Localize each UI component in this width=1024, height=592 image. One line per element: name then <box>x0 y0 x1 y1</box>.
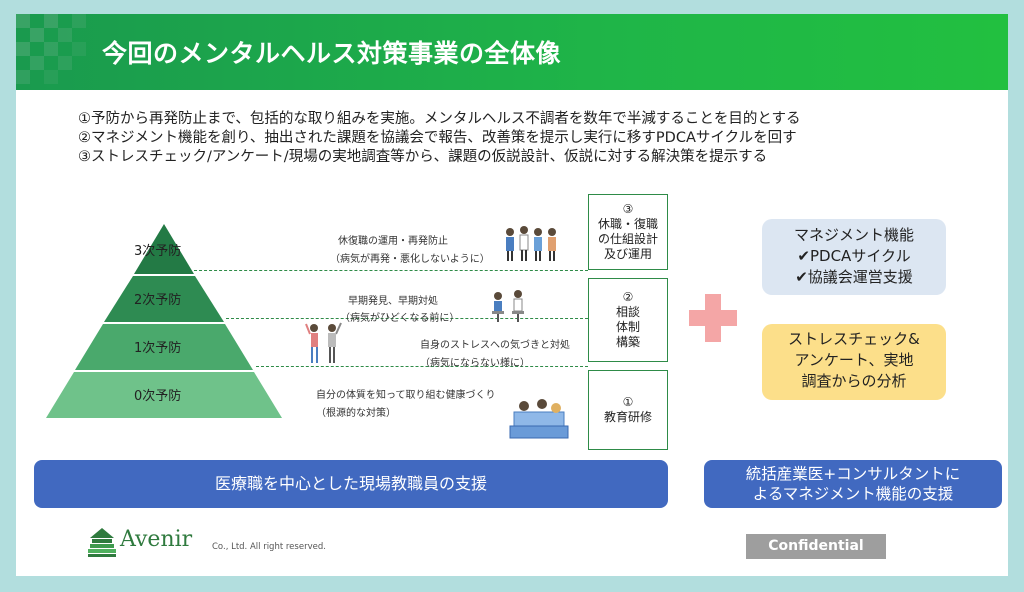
desc-3-main: 休復職の運用・再発防止 <box>338 236 448 247</box>
support-bar-management: 統括産業医+コンサルタントに よるマネジメント機能の支援 <box>704 460 1002 508</box>
confidential-badge: Confidential <box>746 534 886 559</box>
goal-item-2: ②マネジメント機能を創り、抽出された課題を協議会で報告、改善策を提示し実行に移す… <box>78 130 797 146</box>
divider-line-3 <box>256 366 588 367</box>
divider-line-2 <box>226 318 588 319</box>
pyramid-level-0 <box>46 372 282 418</box>
management-item-pdca: ✔PDCAサイクル <box>797 247 911 265</box>
copyright-text: Co., Ltd. All right reserved. <box>212 542 326 552</box>
support-bar-staff: 医療職を中心とした現場教職員の支援 <box>34 460 668 508</box>
pyramid-label-3: 3次予防 <box>134 244 182 259</box>
desc-2-sub: （病気がひどくなる前に） <box>340 313 460 324</box>
goals-list: ①予防から再発防止まで、包括的な取り組みを実施。メンタルヘルス不調者を数年で半減… <box>78 110 800 167</box>
training-illustration <box>509 399 569 439</box>
desc-0-main: 自分の体質を知って取り組む健康づくり <box>316 390 496 401</box>
page-title: 今回のメンタルヘルス対策事業の全体像 <box>102 39 562 68</box>
plus-icon-bar <box>689 310 737 326</box>
goal-item-1: ①予防から再発防止まで、包括的な取り組みを実施。メンタルヘルス不調者を数年で半減… <box>78 111 801 127</box>
avenir-logo-icon <box>88 528 116 557</box>
team-people-illustration <box>506 226 556 261</box>
desc-3-sub: （病気が再発・悪化しないように） <box>330 254 490 265</box>
stretching-illustration <box>305 322 342 363</box>
header-bar: 今回のメンタルヘルス対策事業の全体像 <box>16 14 1008 90</box>
management-item-council: ✔協議会運営支援 <box>795 268 913 286</box>
desc-0-sub: （根源的な対策） <box>316 408 396 419</box>
pyramid-level-1 <box>75 324 253 370</box>
desc-1-sub: （病気にならない様に） <box>420 358 530 369</box>
desc-1-main: 自身のストレスへの気づきと対処 <box>420 340 570 351</box>
stress-line-3: 調査からの分析 <box>801 372 907 390</box>
divider-line-1 <box>194 270 588 271</box>
company-logo-text: Avenir <box>120 527 193 552</box>
pyramid-level-3 <box>134 224 194 274</box>
support-bar-management-line-1: 統括産業医+コンサルタントに <box>745 465 961 483</box>
pyramid-label-2: 2次予防 <box>134 293 182 308</box>
checker-decoration <box>16 14 96 90</box>
management-title: マネジメント機能 <box>793 226 914 244</box>
stress-analysis-bubble: ストレスチェック& アンケート、実地 調査からの分析 <box>762 324 946 400</box>
measure-box-return-to-work: ③ 休職・復職 の仕組設計 及び運用 <box>588 194 668 270</box>
consultation-illustration <box>492 290 524 322</box>
prevention-pyramid <box>46 224 282 418</box>
pyramid-label-0: 0次予防 <box>134 389 182 404</box>
slide: 今回のメンタルヘルス対策事業の全体像 ①予防から再発防止まで、包括的な取り組みを… <box>16 14 1008 576</box>
pyramid-level-2 <box>104 276 224 322</box>
desc-2-main: 早期発見、早期対処 <box>348 296 438 307</box>
pyramid-label-1: 1次予防 <box>134 341 182 356</box>
measure-box-training: ① 教育研修 <box>588 370 668 450</box>
stress-line-2: アンケート、実地 <box>794 351 914 369</box>
goal-item-3: ③ストレスチェック/アンケート/現場の実地調査等から、課題の仮説設計、仮説に対す… <box>78 149 768 165</box>
stress-line-1: ストレスチェック& <box>788 330 920 348</box>
support-bar-management-line-2: よるマネジメント機能の支援 <box>752 485 954 503</box>
management-function-bubble: マネジメント機能 ✔PDCAサイクル ✔協議会運営支援 <box>762 219 946 295</box>
measure-box-consultation: ② 相談 体制 構築 <box>588 278 668 362</box>
